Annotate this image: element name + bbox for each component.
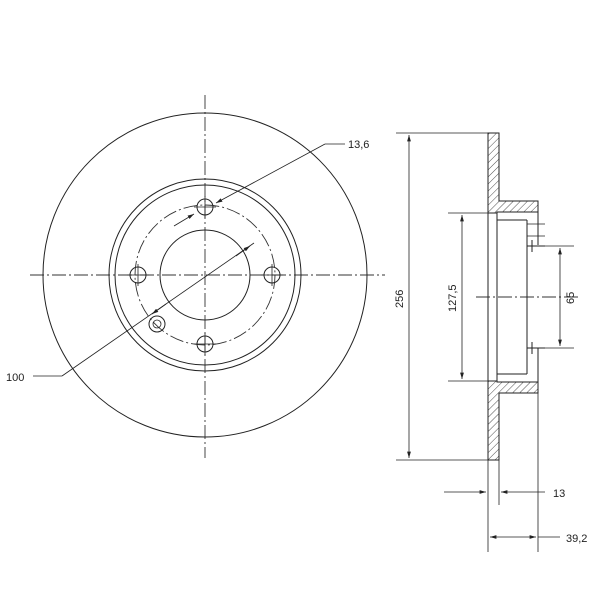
section-view: 256 127,5 65 13: [394, 132, 587, 552]
pitch-arrow-end: [235, 245, 251, 257]
center-bore-dimension: 65: [545, 245, 577, 349]
thickness-dimension: 13: [444, 460, 565, 505]
hat-inner-edge: [114, 184, 296, 366]
bolt-hole-diameter-label: 13,6: [348, 139, 369, 151]
hat-outer-edge: [108, 178, 302, 372]
center-bore-label: 65: [565, 292, 577, 304]
total-height-dimension: 39,2: [487, 393, 587, 552]
pitch-circle-dimension: 100: [6, 242, 255, 384]
bolt-holes: [127, 196, 283, 355]
total-height-label: 39,2: [566, 533, 587, 545]
hub-diameter-label: 127,5: [447, 284, 459, 312]
front-view: 13,6 100: [6, 95, 385, 458]
locating-hole: [148, 315, 166, 333]
thickness-label: 13: [553, 488, 565, 500]
outer-diameter-dimension: 256: [394, 132, 488, 461]
locating-hole-inner: [152, 319, 162, 329]
bolt-hole-arrow-inner: [173, 213, 195, 227]
bolt-hole-leader-diag: [215, 143, 326, 204]
disc-plate-upper: [487, 132, 539, 214]
disc-outer-edge: [42, 112, 368, 438]
hub-diameter-dimension: 127,5: [447, 212, 488, 382]
center-bore: [159, 229, 251, 321]
disc-plate-lower: [487, 380, 539, 461]
pitch-arrow-start: [151, 303, 167, 315]
outer-diameter-label: 256: [394, 290, 406, 308]
pitch-circle-label: 100: [6, 372, 24, 384]
bolt-hole-dimension: 13,6: [173, 139, 369, 227]
